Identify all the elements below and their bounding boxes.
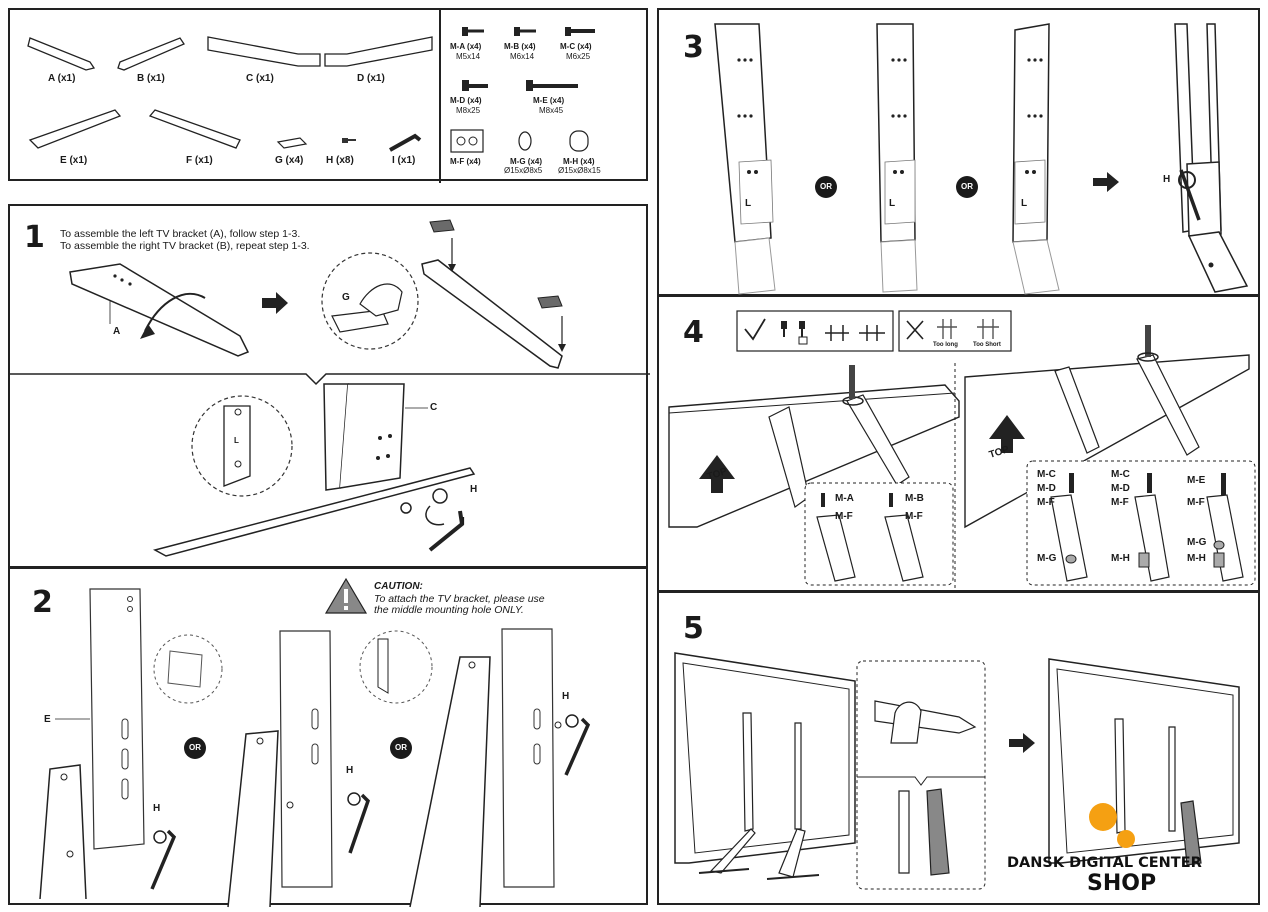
too-short-label: Too Short [973,342,1001,348]
parts-panel: A (x1) B (x1) C (x1) D (x1) E (x1) F (x1… [8,8,648,183]
step3-label-l-1: L [745,198,752,209]
step2-label-h-3: H [562,691,570,702]
washer-mf-label: M-F (x4) [450,157,481,166]
part-d-label: D (x1) [357,73,385,84]
step1-label-c: C [430,402,438,413]
screw-mb-label: M-B (x4) [504,42,536,51]
step3-drawings [714,23,1249,295]
screw-mc-size: M6x25 [566,52,591,61]
part-b-label: B (x1) [137,73,165,84]
part-f-label: F (x1) [186,155,213,166]
caution-line2: the middle mounting hole ONLY. [374,604,524,616]
step1-instruction-line1: To assemble the left TV bracket (A), fol… [60,228,301,240]
step5-panel: 5 DANSK DIGITAL CENTER SHOP [657,591,1260,905]
step2-or-2: OR [390,737,412,759]
too-long-label: Too long [933,342,958,348]
washer-mg-label: M-G (x4) [510,157,542,166]
screw-ma-label: M-A (x4) [450,42,482,51]
washer-mh-label: M-H (x4) [563,157,595,166]
step2-label-e: E [44,714,51,725]
screw-md-size: M8x25 [456,106,481,115]
part-a-label: A (x1) [48,73,76,84]
screw-mb-size: M6x14 [510,52,535,61]
label-mg-2: M-G [1187,537,1207,548]
label-mf-2: M-F [905,511,923,522]
brand-shop: SHOP [1087,871,1157,896]
step4-drawings [668,310,1256,594]
screw-md-label: M-D (x4) [450,96,482,105]
step1-drawings [10,219,650,557]
label-mf-3: M-F [1037,497,1055,508]
step3-or-1: OR [815,176,837,198]
brand-dot-small [1117,830,1135,848]
screw-me-size: M8x45 [539,106,564,115]
brand-dot-large [1089,803,1117,831]
part-h-label: H (x8) [326,155,354,166]
label-mf-4: M-F [1111,497,1129,508]
label-me: M-E [1187,475,1206,486]
step2-label-h-1: H [153,803,161,814]
step2-label-h-2: H [346,765,354,776]
step2-number: 2 [32,585,53,620]
part-e-label: E (x1) [60,155,88,166]
label-md-1: M-D [1037,483,1056,494]
caution-line1: To attach the TV bracket, please use [374,593,545,605]
step3-or-2: OR [956,176,978,198]
step3-label-h: H [1163,174,1171,185]
step5-number: 5 [683,611,704,646]
step1-label-g: G [342,292,350,303]
step1-number: 1 [24,220,45,255]
step4-panel: 4 [657,295,1260,594]
step1-label-l: L [234,436,239,445]
washer-mg-size: Ø15xØ8x5 [504,166,543,175]
step4-number: 4 [683,315,704,350]
label-mg-1: M-G [1037,553,1057,564]
parts-drawings [27,10,595,183]
step1-label-h: H [470,484,478,495]
label-mf-5: M-F [1187,497,1205,508]
step3-number: 3 [683,30,704,65]
screw-ma-size: M5x14 [456,52,481,61]
caution-title: CAUTION: [374,581,423,592]
step1-instruction-line2: To assemble the right TV bracket (B), re… [60,240,310,252]
step2-or-1: OR [184,737,206,759]
label-ma: M-A [835,493,854,504]
step1-panel: 1 To assemble the left TV bracket (A), f… [8,204,650,568]
part-c-label: C (x1) [246,73,274,84]
screw-me-label: M-E (x4) [533,96,565,105]
label-mf-1: M-F [835,511,853,522]
washer-mh-size: Ø15xØ8x15 [558,166,601,175]
step3-label-l-2: L [889,198,896,209]
step1-label-i: I [462,516,465,527]
step3-panel: 3 OR OR L L L H [657,8,1260,296]
part-g-label: G (x4) [275,155,304,166]
step3-label-l-3: L [1021,198,1028,209]
step5-drawings [674,652,1240,890]
part-i-label: I (x1) [392,155,416,166]
label-md-2: M-D [1111,483,1130,494]
label-mc-2: M-C [1111,469,1130,480]
step2-panel: 2 CAUTION: To a [8,567,648,908]
label-mh-1: M-H [1111,553,1130,564]
brand-name: DANSK DIGITAL CENTER [1007,855,1202,871]
label-mb: M-B [905,493,924,504]
label-mh-2: M-H [1187,553,1206,564]
label-mc-1: M-C [1037,469,1056,480]
step2-drawings [39,577,591,908]
step1-label-a: A [113,326,121,337]
screw-mc-label: M-C (x4) [560,42,592,51]
